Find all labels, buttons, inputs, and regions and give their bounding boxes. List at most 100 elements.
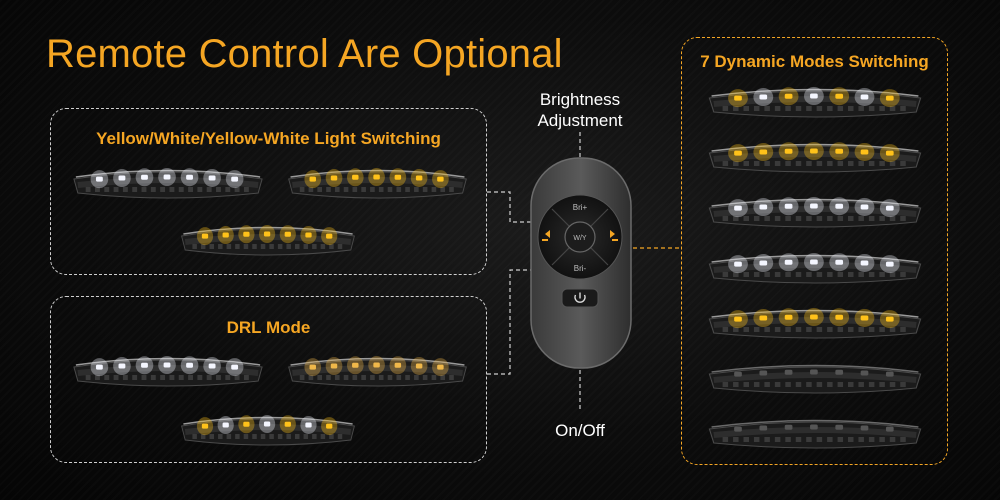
- grille-slot: [387, 187, 393, 192]
- grille-slot: [733, 216, 739, 221]
- grille-slot: [113, 187, 119, 192]
- light-bar-icon: [705, 413, 925, 457]
- grille-slot: [326, 375, 331, 380]
- grille-slot: [361, 187, 366, 192]
- grille-slot: [868, 106, 875, 111]
- led-dot: [437, 176, 444, 182]
- led-dot: [885, 205, 894, 211]
- grille-slot: [848, 382, 854, 387]
- grille-slot: [218, 434, 223, 439]
- led-dot: [352, 174, 359, 180]
- led-dot: [326, 423, 333, 429]
- grille-slot: [806, 161, 812, 166]
- grille-slot: [308, 375, 314, 380]
- led-dot: [734, 426, 742, 432]
- led-dot: [186, 362, 193, 368]
- grille-slot: [449, 187, 454, 192]
- grille-slot: [337, 244, 343, 249]
- grille-slot: [764, 382, 770, 387]
- grille-slot: [753, 327, 760, 332]
- grille-slot: [806, 327, 812, 332]
- grille-slot: [806, 272, 812, 277]
- grille-slot: [764, 161, 770, 166]
- led-dot: [885, 150, 894, 156]
- brightness-label-line1: Brightness: [539, 90, 621, 109]
- grille-slot: [312, 434, 317, 439]
- grille-slot: [320, 434, 326, 439]
- led-dot: [309, 176, 316, 182]
- grille-slot: [889, 272, 896, 277]
- light-bar-icon: [705, 248, 925, 292]
- grille-slot: [743, 106, 749, 111]
- grille-slot: [104, 187, 110, 192]
- grille-slot: [337, 434, 343, 439]
- grille-slot: [816, 272, 823, 277]
- led-dot: [415, 175, 423, 181]
- grille-slot: [260, 244, 266, 249]
- grille-slot: [806, 106, 812, 111]
- grille-slot: [286, 434, 291, 439]
- grille-slot: [774, 382, 781, 387]
- grille-slot: [317, 187, 322, 192]
- led-dot: [437, 364, 444, 370]
- led-dot: [784, 203, 793, 209]
- grille-slot: [858, 216, 864, 221]
- grille-slot: [414, 375, 419, 380]
- grille-slot: [827, 437, 833, 442]
- led-dot: [835, 148, 844, 154]
- remote-control-icon: Bri+ W/Y Bri-: [528, 155, 634, 371]
- grille-slot: [837, 106, 844, 111]
- grille-slot: [260, 434, 266, 439]
- led-dot: [885, 261, 894, 267]
- grille-slot: [900, 161, 906, 166]
- led-dot: [835, 203, 844, 209]
- grille-slot: [827, 382, 833, 387]
- led-dot: [885, 371, 894, 377]
- grille-slot: [879, 327, 885, 332]
- grille-slot: [743, 382, 749, 387]
- light-bar-icon: [705, 358, 925, 402]
- led-dot: [860, 370, 869, 376]
- grille-slot: [848, 327, 854, 332]
- grille-slot: [879, 216, 885, 221]
- grille-slot: [225, 375, 231, 380]
- led-dot: [759, 149, 768, 155]
- grille-slot: [806, 437, 812, 442]
- grille-slot: [785, 106, 791, 111]
- grille-slot: [868, 216, 875, 221]
- led-dot: [373, 362, 380, 368]
- grille-slot: [178, 187, 184, 192]
- grille-slot: [774, 327, 781, 332]
- grille-slot: [837, 437, 844, 442]
- grille-slot: [299, 375, 305, 380]
- grille-slot: [879, 382, 885, 387]
- grille-slot: [132, 375, 138, 380]
- led-dot: [305, 232, 312, 238]
- grille-slot: [269, 434, 274, 439]
- page-title: Remote Control Are Optional: [46, 32, 563, 76]
- led-dot: [885, 426, 894, 432]
- brightness-label-line2: Adjustment: [537, 111, 623, 130]
- grille-slot: [122, 375, 128, 380]
- grille-slot: [200, 244, 206, 249]
- grille-slot: [879, 106, 885, 111]
- grille-slot: [795, 216, 802, 221]
- grille-slot: [243, 187, 249, 192]
- grille-slot: [449, 375, 454, 380]
- grille-slot: [785, 382, 791, 387]
- light-bar-icon: [705, 137, 925, 181]
- grille-slot: [334, 375, 340, 380]
- grille-slot: [889, 106, 896, 111]
- grille-slot: [848, 272, 854, 277]
- dynamic-modes-panel: 7 Dynamic Modes Switching: [681, 37, 948, 465]
- grille-slot: [440, 375, 446, 380]
- grille-slot: [868, 382, 875, 387]
- grille-slot: [722, 106, 729, 111]
- grille-slot: [192, 434, 197, 439]
- grille-slot: [209, 434, 214, 439]
- grille-slot: [197, 375, 203, 380]
- led-dot: [835, 369, 844, 375]
- led-dot: [222, 422, 229, 428]
- grille-slot: [150, 187, 156, 192]
